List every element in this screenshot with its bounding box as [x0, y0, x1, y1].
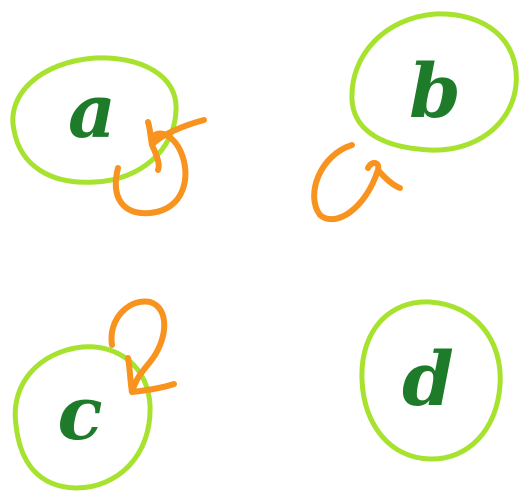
self-loop-c: [108, 298, 177, 395]
node-d: d: [359, 299, 503, 462]
node-a: a: [10, 55, 179, 185]
self-loop-a: [112, 117, 207, 217]
node-d-label: d: [402, 337, 454, 423]
node-d-outline: [359, 299, 503, 462]
node-b-label: b: [409, 49, 461, 135]
node-b-outline: [349, 11, 519, 153]
node-c: c: [12, 344, 153, 491]
node-a-label: a: [68, 69, 116, 155]
node-c-outline: [12, 344, 153, 491]
node-c-label: c: [57, 371, 102, 457]
self-loop-b: [311, 142, 403, 223]
node-a-outline: [10, 55, 179, 185]
node-b: b: [349, 11, 519, 153]
